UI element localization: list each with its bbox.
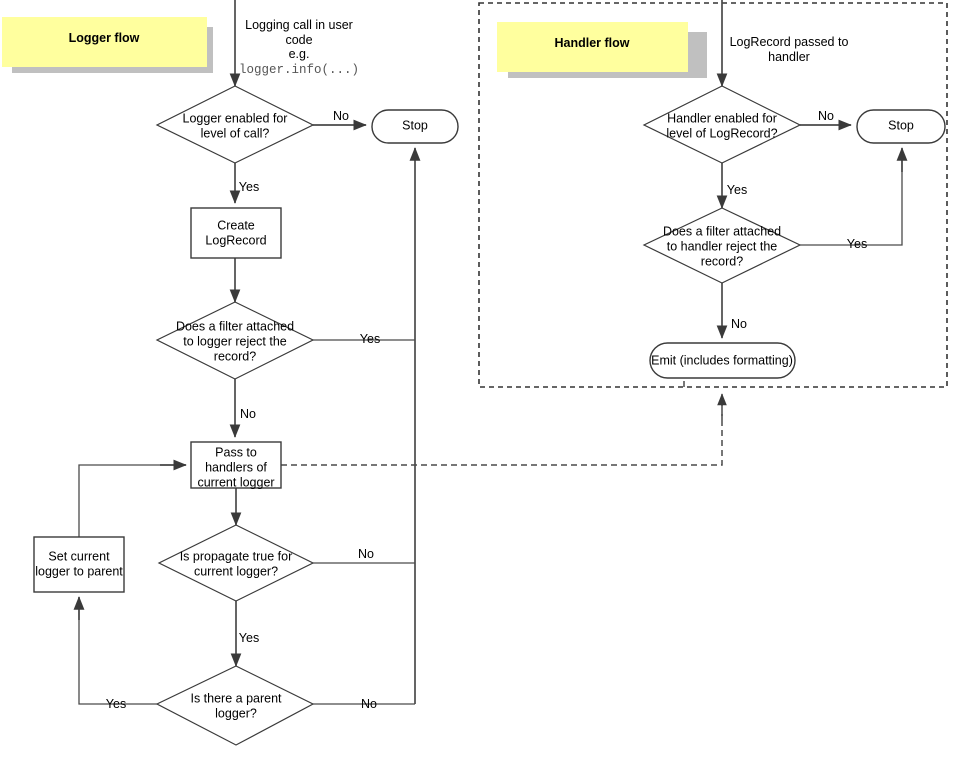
node-handler-filter-label-3: record? <box>701 254 743 268</box>
node-logger-filter-label-1: Does a filter attached <box>176 319 294 333</box>
node-emit[interactable] <box>649 342 796 379</box>
node-emit-label: Emit (includes formatting) <box>651 353 793 367</box>
logger-entry-annotation-line2: code <box>285 33 312 47</box>
node-parent-logger-label-1: Is there a parent <box>190 691 282 705</box>
node-handler-enabled-label-1: Handler enabled for <box>667 111 777 125</box>
node-propagate-label-2: current logger? <box>194 564 278 578</box>
node-logger-enabled-label-1: Logger enabled for <box>183 111 288 125</box>
node-propagate-label-1: Is propagate true for <box>180 549 293 563</box>
node-pass-to-handlers-label-1: Pass to <box>215 445 257 459</box>
node-logger-filter-label-3: record? <box>214 349 256 363</box>
node-pass-to-handlers[interactable] <box>190 441 282 489</box>
node-handler-enabled-diamond[interactable] <box>642 85 802 164</box>
edge-label-logger-enabled-yes: Yes <box>239 180 259 194</box>
edge-handler-filter-yes-path <box>800 150 903 246</box>
node-set-current-logger-to-parent[interactable] <box>33 536 125 593</box>
node-propagate-diamond[interactable] <box>157 524 315 602</box>
edge-label-logger-filter-yes: Yes <box>360 332 380 346</box>
logger-flow-group-title: Logger flow <box>69 31 140 45</box>
node-handler-filter-diamond[interactable] <box>642 207 802 284</box>
node-logger-filter-diamond[interactable] <box>155 301 315 380</box>
node-set-parent-label-1: Set current <box>48 549 110 563</box>
edge-pass-to-handler-flow-dashed <box>281 398 723 466</box>
edge-label-propagate-no: No <box>358 547 374 561</box>
node-handler-filter-label-2: to handler reject the <box>667 239 778 253</box>
handler-entry-annotation-line1: LogRecord passed to <box>730 35 849 49</box>
node-logger-enabled-diamond[interactable] <box>155 85 315 164</box>
node-handler-enabled-label-2: level of LogRecord? <box>666 126 777 140</box>
node-pass-to-handlers-label-3: current logger <box>197 475 274 489</box>
edge-label-handler-filter-yes: Yes <box>847 237 867 251</box>
handler-entry-annotation-line2: handler <box>768 50 810 64</box>
edge-label-logger-enabled-no: No <box>333 109 349 123</box>
edge-label-propagate-yes: Yes <box>239 631 259 645</box>
edge-label-handler-filter-no: No <box>731 317 747 331</box>
node-create-logrecord-label-2: LogRecord <box>205 233 266 247</box>
node-handler-filter-label-1: Does a filter attached <box>663 224 781 238</box>
edge-label-parent-yes: Yes <box>106 697 126 711</box>
node-handler-stop[interactable] <box>856 109 946 144</box>
logger-entry-annotation-line1: Logging call in user <box>245 18 353 32</box>
node-handler-stop-label: Stop <box>888 118 914 132</box>
node-logger-enabled-label-2: level of call? <box>201 126 270 140</box>
node-logger-filter-label-2: to logger reject the <box>183 334 287 348</box>
node-create-logrecord[interactable] <box>190 207 282 259</box>
edge-label-parent-no: No <box>361 697 377 711</box>
node-logger-stop[interactable] <box>371 109 459 144</box>
logger-entry-annotation-line3: e.g. <box>289 47 310 61</box>
handler-flow-label-box <box>497 22 688 72</box>
node-parent-logger-label-2: logger? <box>215 706 257 720</box>
handler-flow-group-box <box>478 2 948 388</box>
logger-entry-annotation-code: logger.info(...) <box>239 63 359 77</box>
node-logger-stop-label: Stop <box>402 118 428 132</box>
edge-label-handler-enabled-yes: Yes <box>727 183 747 197</box>
edge-label-handler-enabled-no: No <box>818 109 834 123</box>
node-parent-logger-diamond[interactable] <box>155 665 315 746</box>
handler-flow-group-title: Handler flow <box>554 36 629 50</box>
node-create-logrecord-label-1: Create <box>217 218 255 232</box>
node-set-parent-label-2: logger to parent <box>35 564 123 578</box>
edge-set-parent-to-pass-path <box>78 464 185 537</box>
edge-label-logger-filter-no: No <box>240 407 256 421</box>
edge-parent-yes-path <box>78 598 157 705</box>
node-pass-to-handlers-label-2: handlers of <box>205 460 267 474</box>
logger-flow-label-box <box>2 17 207 67</box>
